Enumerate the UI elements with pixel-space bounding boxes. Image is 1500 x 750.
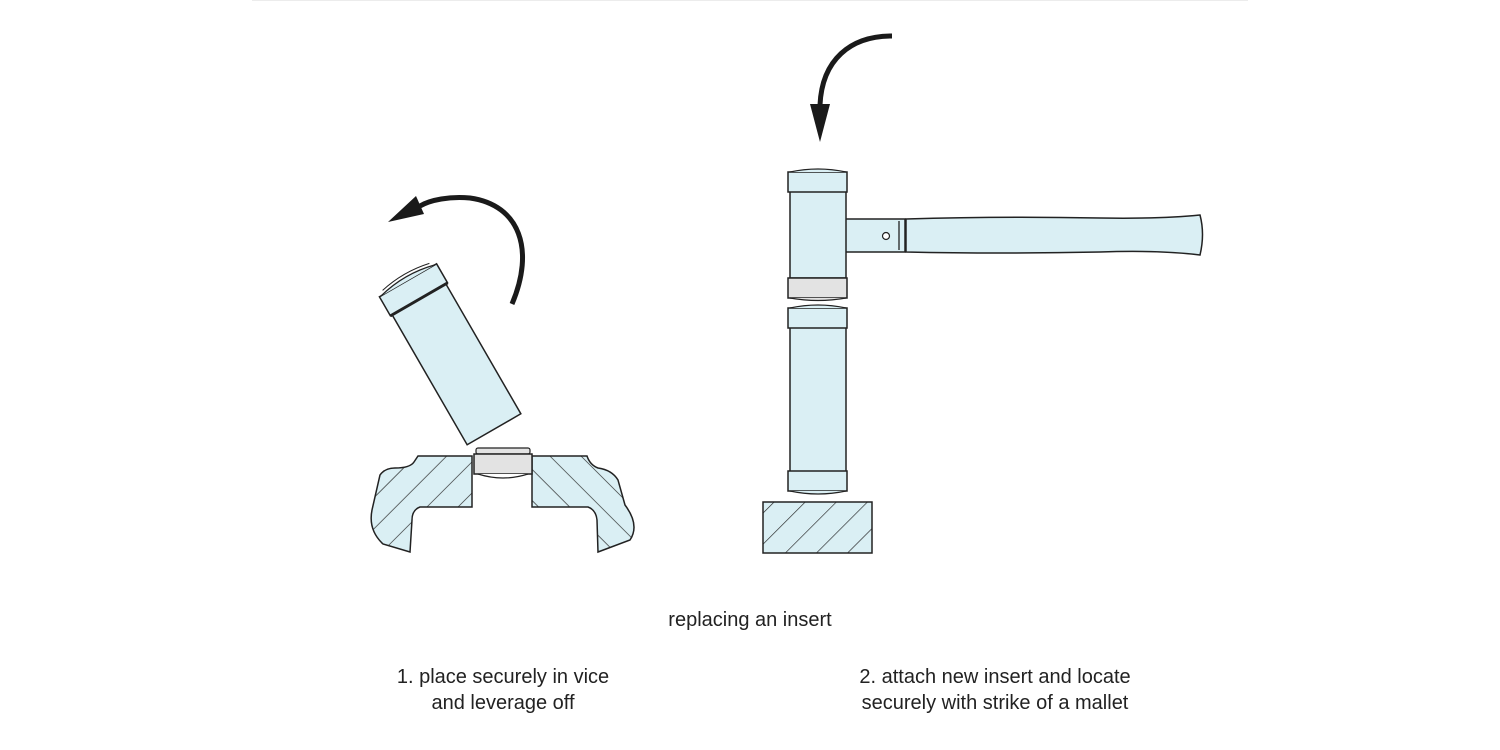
new-insert-head: [787, 304, 848, 495]
top-divider: [252, 0, 1248, 1]
step2-line2: securely with strike of a mallet: [861, 692, 1129, 714]
work-block: [762, 501, 873, 554]
vice-jaw-right: [531, 455, 635, 554]
step1-line2: and leverage off: [431, 692, 575, 714]
vice-jaw-left: [370, 455, 473, 553]
mallet: [787, 168, 1204, 302]
diagram-title: replacing an insert: [668, 609, 832, 631]
mallet-handle: [905, 214, 1204, 256]
step1-line1: 1. place securely in vice: [396, 666, 610, 688]
insert-in-vice: [473, 447, 533, 479]
counter-clockwise-arrow-icon: [388, 195, 526, 305]
downward-curved-arrow-icon: [810, 33, 893, 142]
step2-illustration: [762, 33, 1204, 554]
tilted-mallet-head: [378, 262, 522, 446]
step2-caption: 2. attach new insert and locate securely…: [845, 664, 1145, 716]
step2-line1: 2. attach new insert and locate: [859, 666, 1131, 688]
step1-caption: 1. place securely in vice and leverage o…: [353, 664, 653, 716]
step1-illustration: [370, 195, 635, 554]
